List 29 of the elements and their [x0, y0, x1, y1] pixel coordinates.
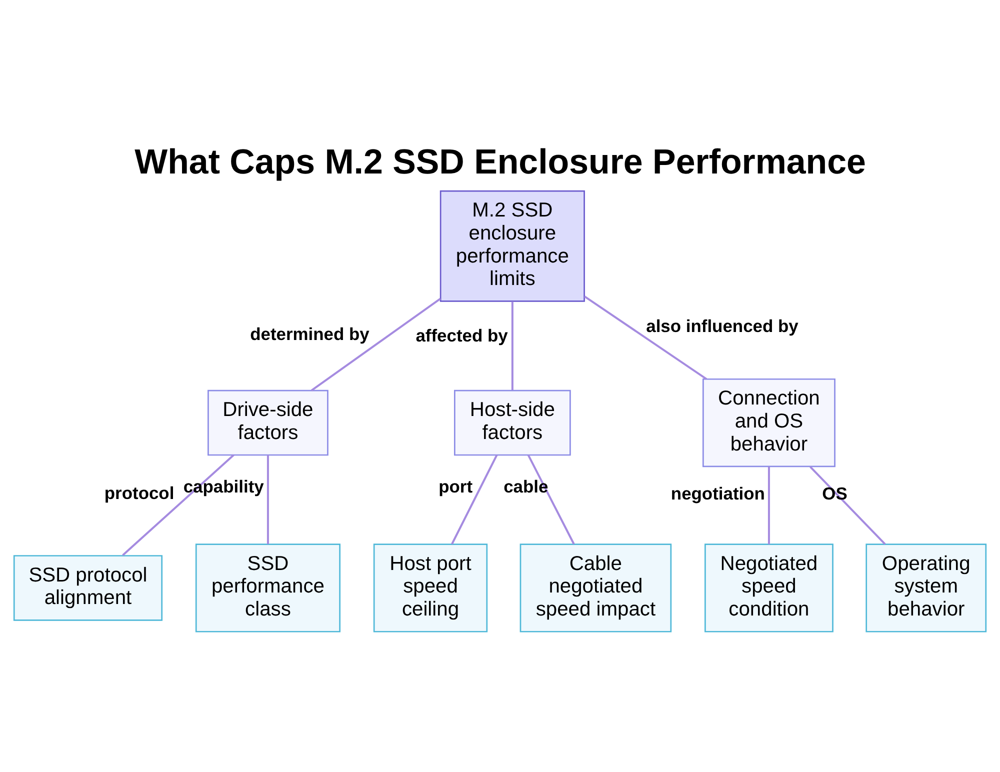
connector [451, 454, 498, 544]
diagram-title: What Caps M.2 SSD Enclosure Performance [134, 142, 866, 181]
connector [511, 301, 514, 390]
edge-label: port [438, 476, 473, 496]
connector [584, 295, 708, 380]
node-box: Host-side factors [454, 389, 571, 456]
node-box: SSD performance class [195, 543, 340, 632]
node-box: Host port speed ceiling [373, 543, 488, 632]
edge-label: negotiation [670, 482, 765, 503]
node-box: Drive-side factors [208, 389, 328, 456]
connector [810, 466, 886, 544]
node-box: SSD protocol alignment [13, 554, 163, 620]
node-box: Cable negotiated speed impact [520, 543, 672, 632]
edge-label: protocol [104, 482, 174, 502]
edge-label: also influenced by [646, 315, 798, 336]
node-box: Connection and OS behavior [702, 378, 836, 467]
connector [768, 466, 770, 544]
edge-label: cable [504, 476, 548, 496]
connector [122, 454, 234, 556]
node-box: Negotiated speed condition [704, 543, 834, 632]
connector [527, 454, 575, 544]
edge-label: determined by [250, 324, 370, 344]
connector [310, 297, 441, 391]
connector [266, 454, 269, 544]
edge-label: affected by [416, 324, 508, 345]
node-box: M.2 SSD enclosure performance limits [440, 190, 585, 302]
node-box: Operating system behavior [866, 543, 987, 632]
edge-label: capability [183, 476, 264, 496]
edge-label: OS [822, 482, 848, 503]
